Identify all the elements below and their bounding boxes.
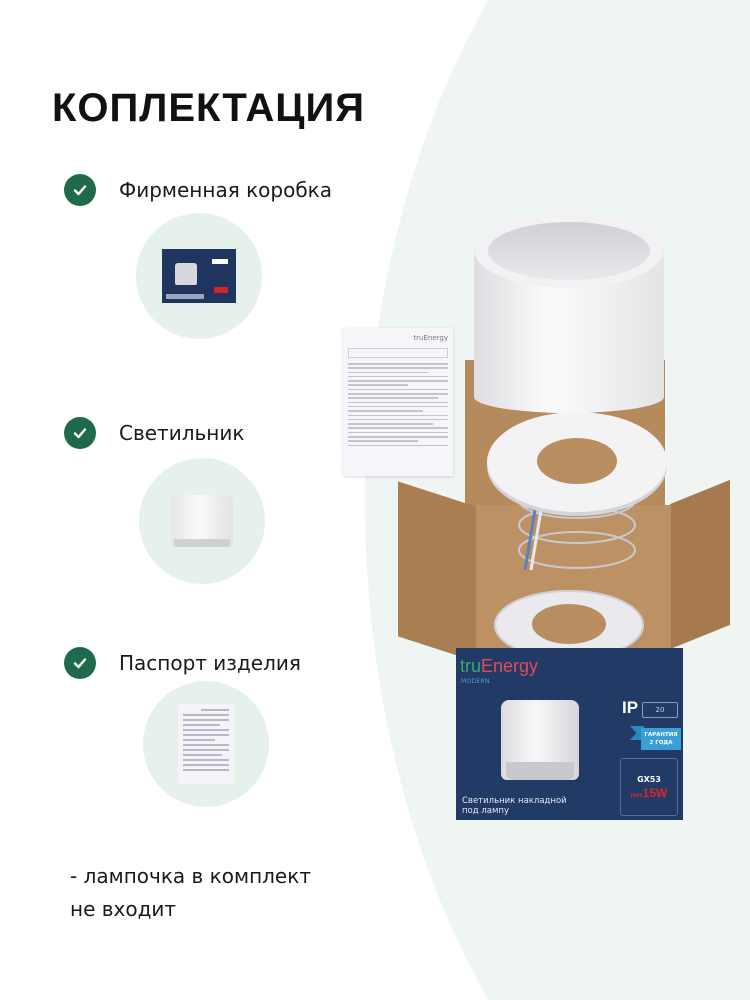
socket-type: GX53: [637, 775, 661, 784]
list-item-box: Фирменная коробка: [64, 174, 332, 206]
list-item-passport: Паспорт изделия: [64, 647, 301, 679]
brand-logo: truEnergy: [460, 656, 539, 676]
doc-heading-box: [348, 348, 448, 358]
box-flap-right: [670, 479, 730, 650]
box-image: [162, 249, 236, 303]
box-flap-left: [398, 481, 476, 662]
page-title: КОПЛЕКТАЦИЯ: [52, 86, 365, 130]
item-label: Светильник: [119, 421, 245, 445]
box-front-panel: truEnergy MODERN IP 20 ГАРАНТИЯ 2 ГОДА G…: [456, 648, 683, 820]
check-circle-icon: [64, 417, 96, 449]
note-line-2: не входит: [70, 897, 177, 921]
ip-rating: IP 20: [622, 698, 678, 720]
max-power: max15W: [630, 786, 668, 800]
spec-box: GX53 max15W: [620, 758, 678, 816]
document-image: [178, 704, 234, 784]
warranty-badge: ГАРАНТИЯ 2 ГОДА: [641, 728, 681, 750]
box-lamp-image: [501, 700, 579, 780]
item-label: Фирменная коробка: [119, 178, 333, 202]
check-circle-icon: [64, 647, 96, 679]
passport-document: truEnergy: [343, 328, 453, 476]
note-text: - лампочка в комплект не входит: [70, 860, 311, 926]
lamp-image: [171, 495, 233, 547]
lamp-cylinder: [474, 212, 664, 418]
document-thumbnail: [143, 681, 269, 807]
doc-logo: truEnergy: [413, 334, 448, 342]
gx53-socket-ring: [487, 412, 667, 512]
check-circle-icon: [64, 174, 96, 206]
ribbon-icon: [630, 726, 644, 740]
item-label: Паспорт изделия: [119, 651, 301, 675]
brand-subtitle: MODERN: [461, 678, 490, 685]
note-line-1: - лампочка в комплект: [70, 864, 311, 888]
list-item-lamp: Светильник: [64, 417, 244, 449]
box-thumbnail: [136, 213, 262, 339]
box-caption: Светильник накладной под лампу: [462, 796, 567, 816]
lamp-thumbnail: [139, 458, 265, 584]
